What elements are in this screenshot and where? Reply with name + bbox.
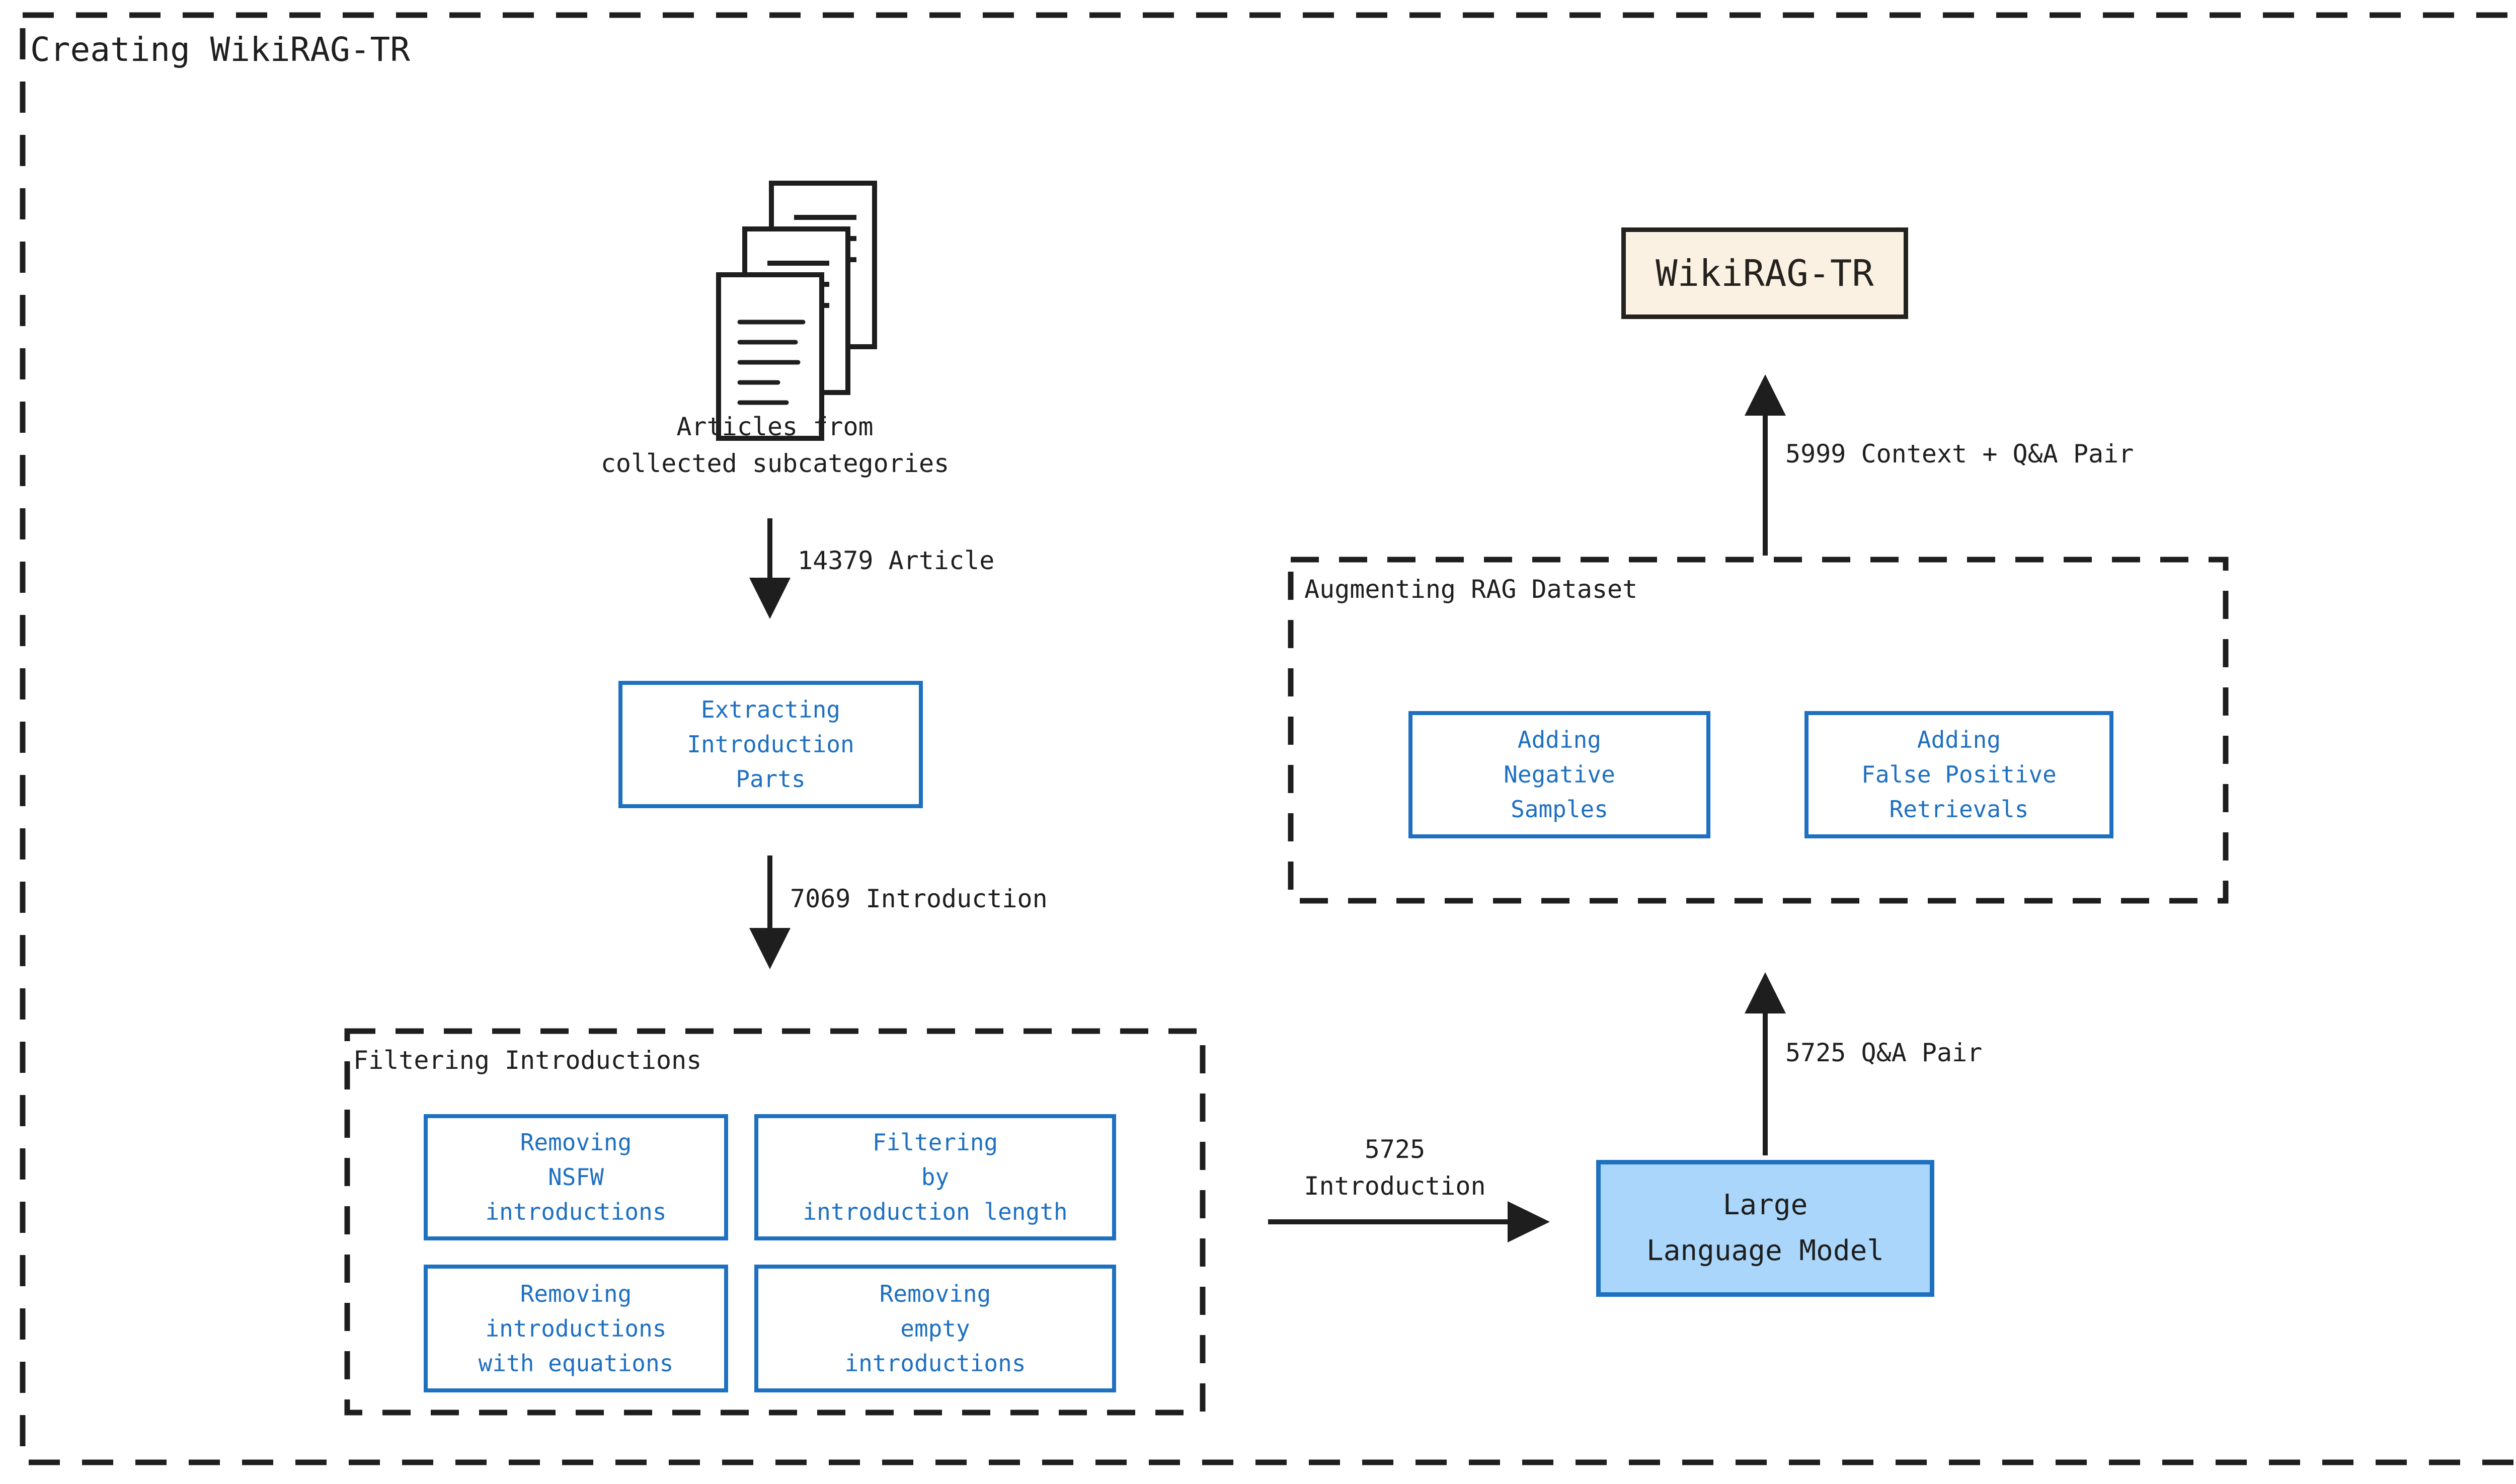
filtering-group-frame [344,1028,1206,1416]
augmenting-group-frame [1288,557,2229,904]
node-removing-empty-introductions: Removing empty introductions [754,1265,1116,1392]
outer-dashed-frame [20,12,2516,1465]
source-caption: Articles from collected subcategories [600,412,950,478]
arrow-articles-to-extracting [749,518,791,619]
edge-label-articles: 14379 Article [798,546,995,575]
arrow-extracting-to-filtering [749,855,791,969]
documents-stack-icon [716,181,877,441]
node-wikirag-tr-dataset: WikiRAG-TR [1621,227,1908,319]
node-large-language-model: Large Language Model [1596,1160,1934,1297]
node-adding-false-positive-retrievals: Adding False Positive Retrievals [1804,711,2113,838]
edge-label-filtered-introductions: 5725 Introduction [1304,1135,1486,1201]
arrow-filtering-to-llm [1268,1201,1550,1242]
edge-label-context-qa-pairs: 5999 Context + Q&A Pair [1785,439,2134,468]
edge-label-qa-pairs: 5725 Q&A Pair [1785,1038,1983,1067]
augmenting-group-title: Augmenting RAG Dataset [1304,575,1638,604]
arrow-llm-to-augmenting [1745,972,1786,1155]
node-removing-nsfw-introductions: Removing NSFW introductions [424,1114,728,1240]
arrow-augmenting-to-dataset [1745,374,1786,556]
node-filtering-by-introduction-length: Filtering by introduction length [754,1114,1116,1240]
node-adding-negative-samples: Adding Negative Samples [1408,711,1710,838]
edge-label-introductions: 7069 Introduction [790,884,1048,913]
diagram-title: Creating WikiRAG-TR [30,30,410,69]
node-extracting-introduction-parts: Extracting Introduction Parts [618,681,923,808]
filtering-group-title: Filtering Introductions [353,1046,702,1075]
node-removing-introductions-with-equations: Removing introductions with equations [424,1265,728,1392]
